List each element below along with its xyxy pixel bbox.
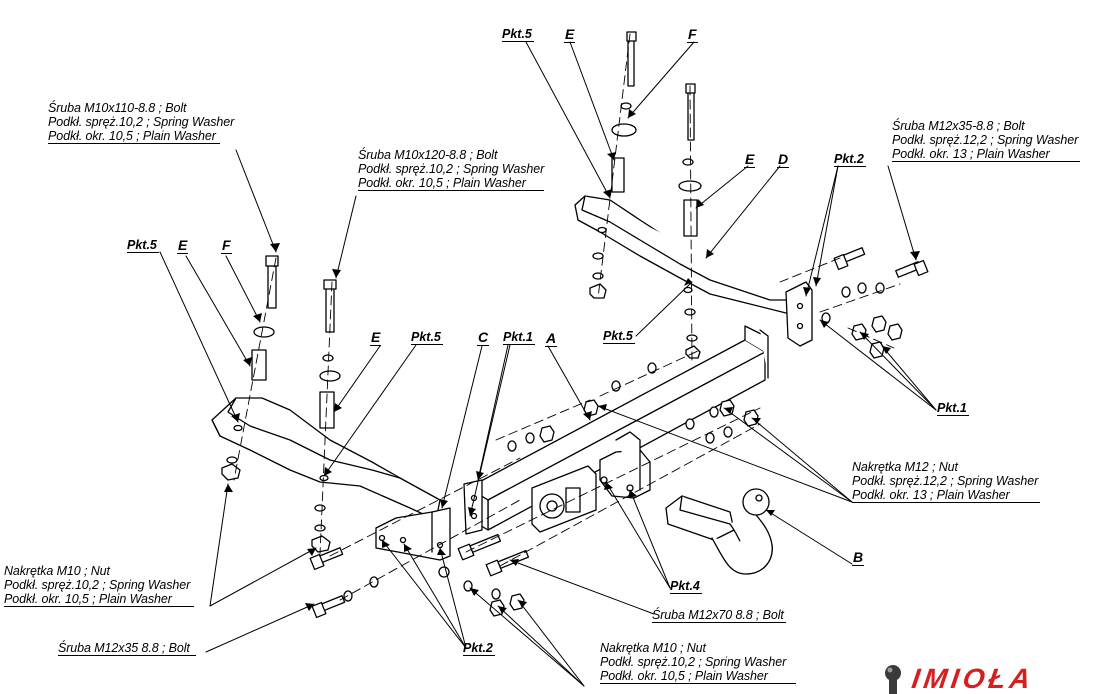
letter-b: B xyxy=(852,549,865,566)
label-line: Nakrętka M10 ; Nut xyxy=(4,564,110,578)
label-line: Podkł. okr. 10,5 ; Plain Washer xyxy=(4,592,194,607)
label-bolt-m12x35: Śruba M12x35 8.8 ; Bolt xyxy=(58,641,196,656)
letter-d: D xyxy=(777,151,790,168)
left-bracket xyxy=(211,397,441,521)
logo-ball-icon xyxy=(885,665,901,694)
label-line: Nakrętka M12 ; Nut xyxy=(852,460,958,474)
letter-a: A xyxy=(545,330,558,347)
letter-e-left: E xyxy=(177,237,189,254)
imiola-logo: IMIOŁA xyxy=(882,663,1037,694)
label-line: Podkł. spręż.12,2 ; Spring Washer xyxy=(892,133,1079,147)
washer-rows xyxy=(343,282,903,617)
label-bolt-m12x70: Śruba M12x70 8.8 ; Bolt xyxy=(652,608,786,623)
pkt1-label-right: Pkt.1 xyxy=(937,401,969,416)
label-line: Podkł. okr. 10,5 ; Plain Washer xyxy=(358,176,544,191)
letter-e-top: E xyxy=(564,26,576,43)
label-line: Nakrętka M10 ; Nut xyxy=(600,641,706,655)
label-line: Śruba M10x110-8.8 ; Bolt xyxy=(48,101,187,115)
assembly-axes xyxy=(233,33,901,601)
label-line: Śruba M12x35-8.8 ; Bolt xyxy=(892,119,1025,133)
pkt4-label: Pkt.4 xyxy=(670,579,702,594)
label-line: Podkł. spręż.10,2 ; Spring Washer xyxy=(358,162,545,176)
label-bolt-m10x110: Śruba M10x110-8.8 ; Bolt Podkł. spręż.10… xyxy=(48,101,234,144)
pkt5-label-top: Pkt.5 xyxy=(502,27,534,42)
left-plate xyxy=(375,479,483,561)
label-bolt-m10x120: Śruba M10x120-8.8 ; Bolt Podkł. spręż.10… xyxy=(358,148,544,191)
letter-c: C xyxy=(477,329,490,346)
label-line: Śruba M12x70 8.8 ; Bolt xyxy=(652,608,786,623)
m12-bolts xyxy=(309,247,929,619)
right-plate xyxy=(785,281,813,347)
label-nut-m12: Nakrętka M12 ; Nut Podkł. spręż.12,2 ; S… xyxy=(852,460,1040,503)
letter-e-mid: E xyxy=(370,329,382,346)
label-line: Podkł. okr. 10,5 ; Plain Washer xyxy=(600,669,796,684)
pkt5-label-right: Pkt.5 xyxy=(603,329,635,344)
label-nut-m10-bottom: Nakrętka M10 ; Nut Podkł. spręż.10,2 ; S… xyxy=(600,641,796,684)
label-nut-m10-left: Nakrętka M10 ; Nut Podkł. spręż.10,2 ; S… xyxy=(4,564,194,607)
lower-fasteners xyxy=(221,252,701,553)
pkt1-label-mid: Pkt.1 xyxy=(503,330,535,345)
label-line: Podkł. okr. 10,5 ; Plain Washer xyxy=(48,129,220,144)
pkt2-label-bottom: Pkt.2 xyxy=(463,641,495,656)
letter-f-top: F xyxy=(687,26,698,43)
letter-f-left: F xyxy=(221,237,232,254)
label-line: Podkł. spręż.10,2 ; Spring Washer xyxy=(4,578,191,592)
pkt5-label-mid: Pkt.5 xyxy=(411,330,443,345)
label-line: Podkł. spręż.10,2 ; Spring Washer xyxy=(600,655,787,669)
label-line: Podkł. okr. 13 ; Plain Washer xyxy=(892,147,1080,162)
pkt2-label-top: Pkt.2 xyxy=(834,152,866,167)
label-line: Podkł. spręż.10,2 ; Spring Washer xyxy=(48,115,235,129)
label-line: Podkł. okr. 13 ; Plain Washer xyxy=(852,488,1040,503)
arrowheads xyxy=(224,109,920,614)
pkt5-label-left: Pkt.5 xyxy=(127,238,159,253)
label-line: Podkł. spręż.12,2 ; Spring Washer xyxy=(852,474,1039,488)
ball-hitch xyxy=(665,488,773,575)
logo-text: IMIOŁA xyxy=(909,663,1037,694)
label-bolt-m12x35-top: Śruba M12x35-8.8 ; Bolt Podkł. spręż.12,… xyxy=(892,119,1080,162)
label-line: Śruba M10x120-8.8 ; Bolt xyxy=(358,148,498,162)
letter-e-right: E xyxy=(744,151,756,168)
leader-lines xyxy=(159,41,937,687)
crossbar xyxy=(467,325,769,531)
label-line: Śruba M12x35 8.8 ; Bolt xyxy=(58,641,196,656)
